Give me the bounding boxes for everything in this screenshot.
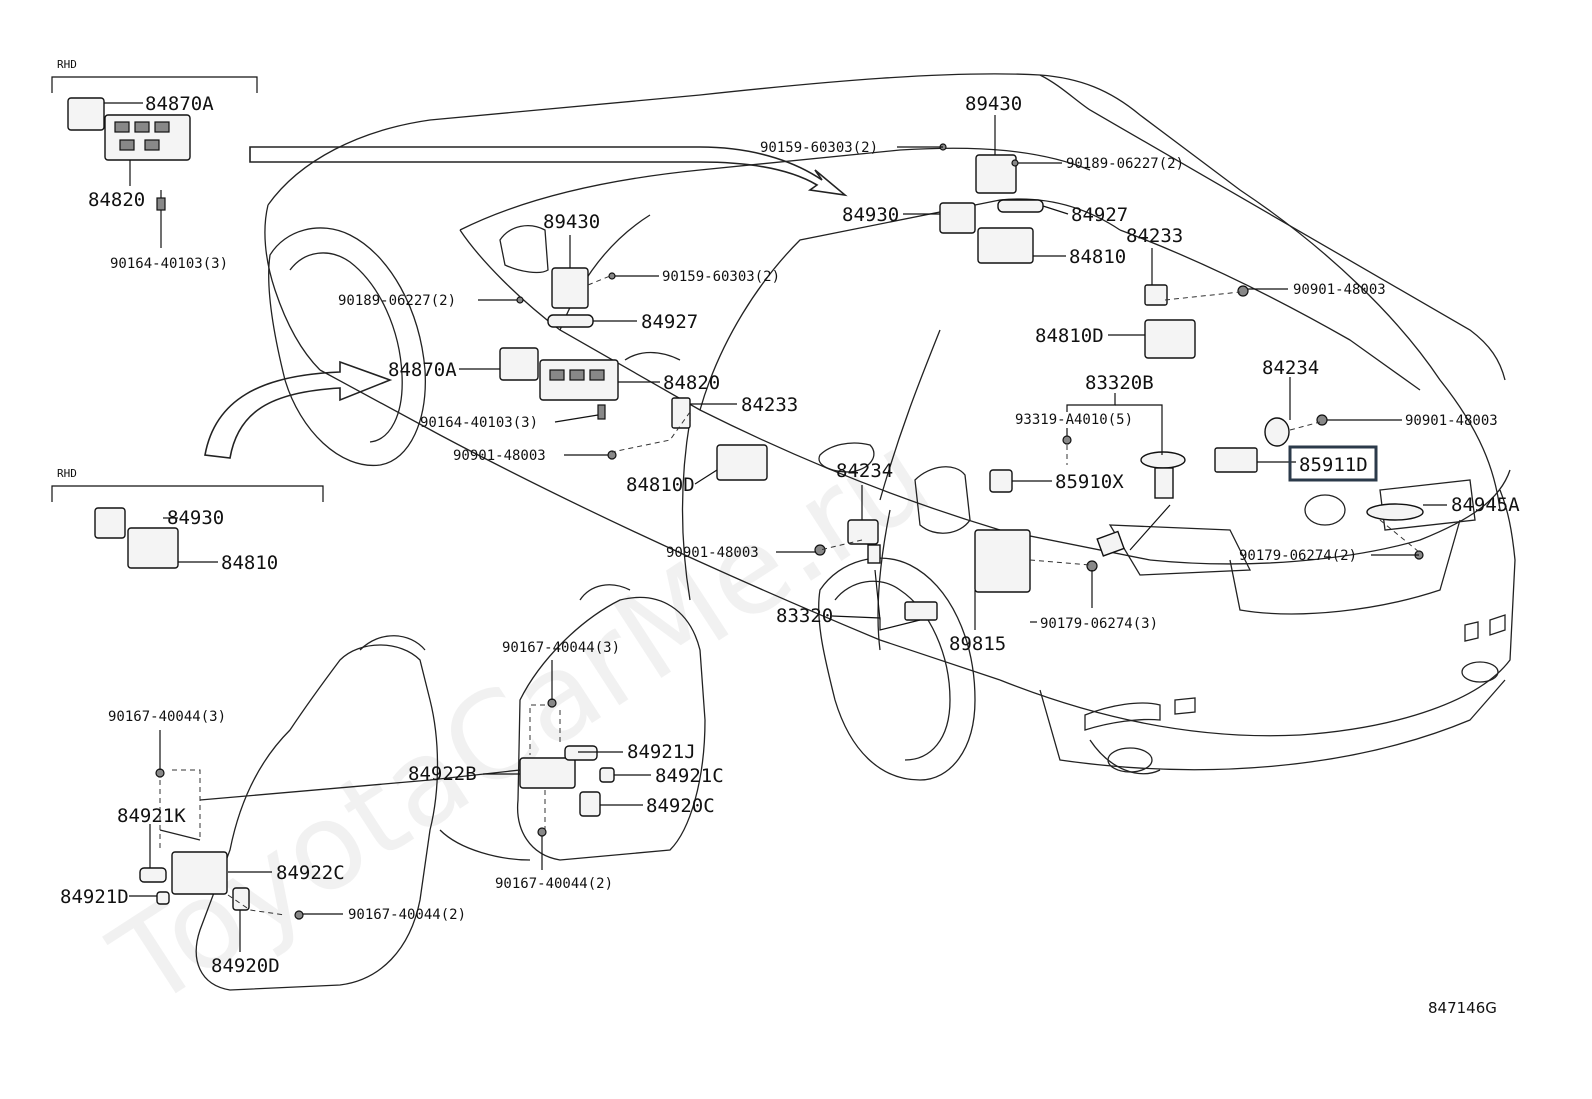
part-label[interactable]: 83320B — [1085, 372, 1154, 394]
part-label[interactable]: 84930 — [167, 507, 224, 529]
car-body-outline — [264, 73, 1516, 781]
part-label[interactable]: 93319-A4010(5) — [1015, 412, 1133, 428]
part-label[interactable]: 83320 — [776, 605, 833, 627]
part-label[interactable]: 84922B — [408, 763, 477, 785]
part-label[interactable]: 89815 — [949, 633, 1006, 655]
part-label[interactable]: 84810 — [221, 552, 278, 574]
leader-lines — [104, 102, 1447, 952]
part-label[interactable]: 84945A — [1451, 494, 1520, 516]
part-label[interactable]: 90167-40044(3) — [502, 640, 620, 656]
part-label[interactable]: 84233 — [1126, 225, 1183, 247]
rhd-label: RHD — [57, 58, 77, 71]
part-label[interactable]: 90189-06227(2) — [1066, 156, 1184, 172]
seat-outline — [159, 584, 706, 991]
part-label[interactable]: 84870A — [388, 359, 457, 381]
part-label[interactable]: 84927 — [1071, 204, 1128, 226]
part-label[interactable]: 89430 — [965, 93, 1022, 115]
rhd-brackets: RHD RHD — [51, 58, 324, 502]
part-label[interactable]: 84820 — [663, 372, 720, 394]
highlight-box — [1288, 445, 1378, 482]
part-label[interactable]: 84820 — [88, 189, 145, 211]
part-label[interactable]: 90167-40044(2) — [495, 876, 613, 892]
part-label[interactable]: 89430 — [543, 211, 600, 233]
part-label[interactable]: 84921K — [117, 805, 186, 827]
part-label[interactable]: 90179-06274(3) — [1040, 616, 1158, 632]
part-label[interactable]: 90901-48003 — [453, 448, 546, 464]
part-label[interactable]: 90901-48003 — [1405, 413, 1498, 429]
part-label[interactable]: 90167-40044(2) — [348, 907, 466, 923]
part-label[interactable]: 84234 — [1262, 357, 1319, 379]
part-label[interactable]: 90164-40103(3) — [420, 415, 538, 431]
part-label[interactable]: 84870A — [145, 93, 214, 115]
rhd-label: RHD — [57, 467, 77, 480]
part-label[interactable]: 90901-48003 — [666, 545, 759, 561]
part-label[interactable]: 84233 — [741, 394, 798, 416]
dashed-connectors — [159, 275, 1420, 916]
part-label[interactable]: 84921C — [655, 765, 724, 787]
part-label[interactable]: 90189-06227(2) — [338, 293, 456, 309]
part-label[interactable]: 90167-40044(3) — [108, 709, 226, 725]
part-label-highlighted[interactable]: 85911D — [1299, 454, 1368, 476]
part-label[interactable]: 84810D — [1035, 325, 1104, 347]
direction-arrows — [204, 146, 848, 459]
part-label[interactable]: 90179-06274(2) — [1239, 548, 1357, 564]
part-label[interactable]: 84234 — [836, 460, 893, 482]
part-sketches — [67, 97, 1424, 920]
switch-part-sketch — [67, 97, 105, 131]
diagram-id: 847146G — [1428, 999, 1497, 1017]
part-label[interactable]: 84921J — [627, 741, 696, 763]
part-label[interactable]: 84927 — [641, 311, 698, 333]
part-label[interactable]: 84921D — [60, 886, 129, 908]
part-label[interactable]: 90159-60303(2) — [760, 140, 878, 156]
part-label[interactable]: 85910X — [1055, 471, 1124, 493]
part-label[interactable]: 84810D — [626, 474, 695, 496]
part-label[interactable]: 90159-60303(2) — [662, 269, 780, 285]
part-label[interactable]: 90901-48003 — [1293, 282, 1386, 298]
part-label[interactable]: 84810 — [1069, 246, 1126, 268]
part-labels: 84870A 84820 90164-40103(3) 89430 90159-… — [60, 93, 1520, 977]
part-label[interactable]: 84920C — [646, 795, 715, 817]
part-label[interactable]: 84930 — [842, 204, 899, 226]
part-label[interactable]: 84922C — [276, 862, 345, 884]
part-label[interactable]: 90164-40103(3) — [110, 256, 228, 272]
part-label[interactable]: 84920D — [211, 955, 280, 977]
